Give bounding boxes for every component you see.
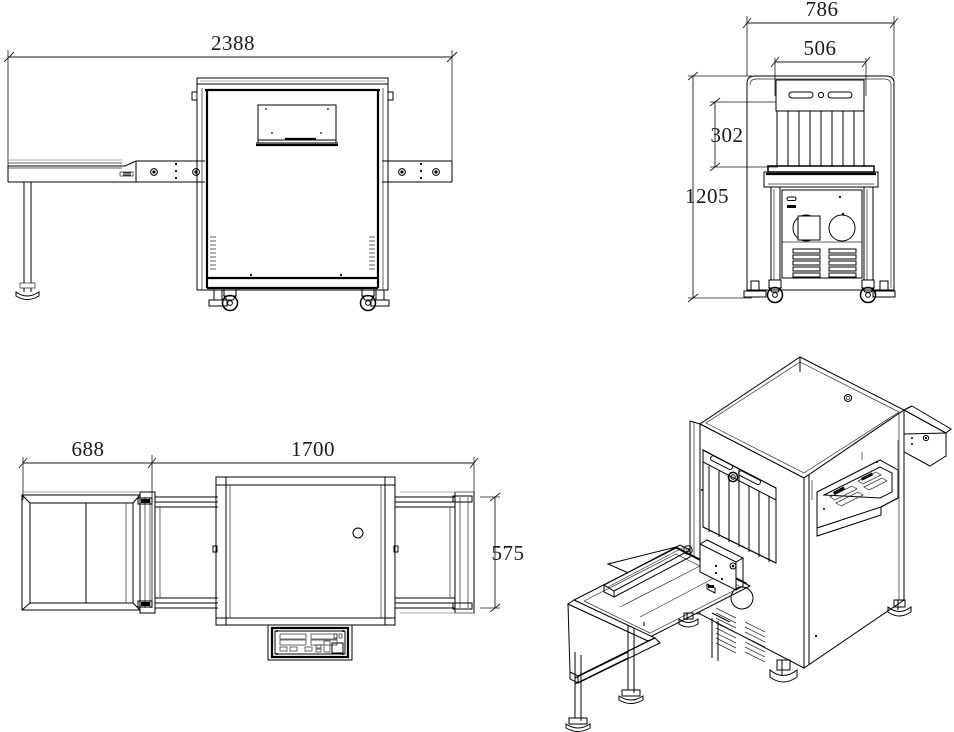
front-right-rail-plate bbox=[382, 160, 453, 183]
view-isometric bbox=[565, 356, 952, 732]
side-vent-louvres bbox=[792, 248, 857, 278]
dimension-1700: 1700 bbox=[152, 437, 479, 503]
dimension-label-2388: 2388 bbox=[211, 31, 255, 55]
dimension-688: 688 bbox=[18, 437, 157, 608]
front-left-support-leg bbox=[15, 182, 40, 300]
plan-inner-rail-left bbox=[155, 496, 218, 609]
plan-operator-console bbox=[267, 624, 353, 661]
front-caster-right bbox=[359, 287, 390, 312]
front-display-panel bbox=[256, 104, 338, 147]
front-cabinet-vents bbox=[210, 236, 375, 270]
iso-tunnel-opening bbox=[701, 449, 777, 564]
dimension-302: 302 bbox=[709, 97, 778, 172]
view-top-plan: 688 1700 575 bbox=[18, 437, 525, 661]
iso-conveyor-bracket bbox=[699, 539, 745, 594]
side-lower-equipment-bay bbox=[781, 189, 863, 279]
front-entry-conveyor bbox=[7, 159, 137, 183]
front-caster-left bbox=[208, 287, 239, 312]
front-left-rail-plate bbox=[135, 160, 205, 183]
view-front-elevation: 2388 bbox=[3, 31, 458, 312]
dimension-label-688: 688 bbox=[72, 437, 105, 461]
side-cabinet-body bbox=[746, 75, 895, 291]
dimension-label-1700: 1700 bbox=[291, 437, 335, 461]
plan-conveyor-joint-left bbox=[137, 491, 156, 614]
side-tunnel-header bbox=[775, 79, 865, 112]
iso-lower-vents bbox=[711, 586, 766, 663]
plan-inner-rail-right bbox=[395, 496, 455, 609]
iso-cabinet-feet bbox=[643, 599, 912, 683]
plan-console-keys bbox=[279, 633, 344, 654]
dimension-label-302: 302 bbox=[711, 123, 744, 147]
plan-entry-conveyor-tray bbox=[21, 491, 141, 611]
plan-exit-conveyor-tail bbox=[400, 491, 475, 614]
dimension-2388: 2388 bbox=[3, 31, 458, 172]
iso-entry-conveyor-belt bbox=[566, 544, 752, 684]
side-lead-curtain-strips bbox=[776, 110, 865, 167]
dimension-786: 786 bbox=[742, 0, 899, 76]
view-side-elevation: 786 506 302 1205 bbox=[685, 0, 899, 304]
iso-exit-conveyor bbox=[902, 405, 952, 467]
side-conveyor-bed bbox=[763, 165, 879, 188]
dimension-label-786: 786 bbox=[806, 0, 839, 21]
iso-belt-support-legs bbox=[565, 625, 644, 732]
iso-console-keys bbox=[829, 471, 888, 507]
side-support-columns bbox=[770, 186, 874, 281]
dimension-506: 506 bbox=[770, 36, 871, 96]
front-main-cabinet bbox=[191, 77, 394, 291]
dimension-1205: 1205 bbox=[685, 71, 752, 303]
dimension-label-1205: 1205 bbox=[685, 184, 729, 208]
dimension-575: 575 bbox=[480, 492, 525, 613]
dimension-label-575: 575 bbox=[492, 541, 525, 565]
plan-main-cabinet bbox=[212, 476, 399, 626]
iso-vent-louvres bbox=[715, 607, 766, 663]
iso-operator-console bbox=[811, 440, 899, 537]
side-caster-right bbox=[859, 279, 896, 304]
side-caster-left bbox=[743, 279, 784, 304]
dimension-label-506: 506 bbox=[804, 36, 837, 60]
